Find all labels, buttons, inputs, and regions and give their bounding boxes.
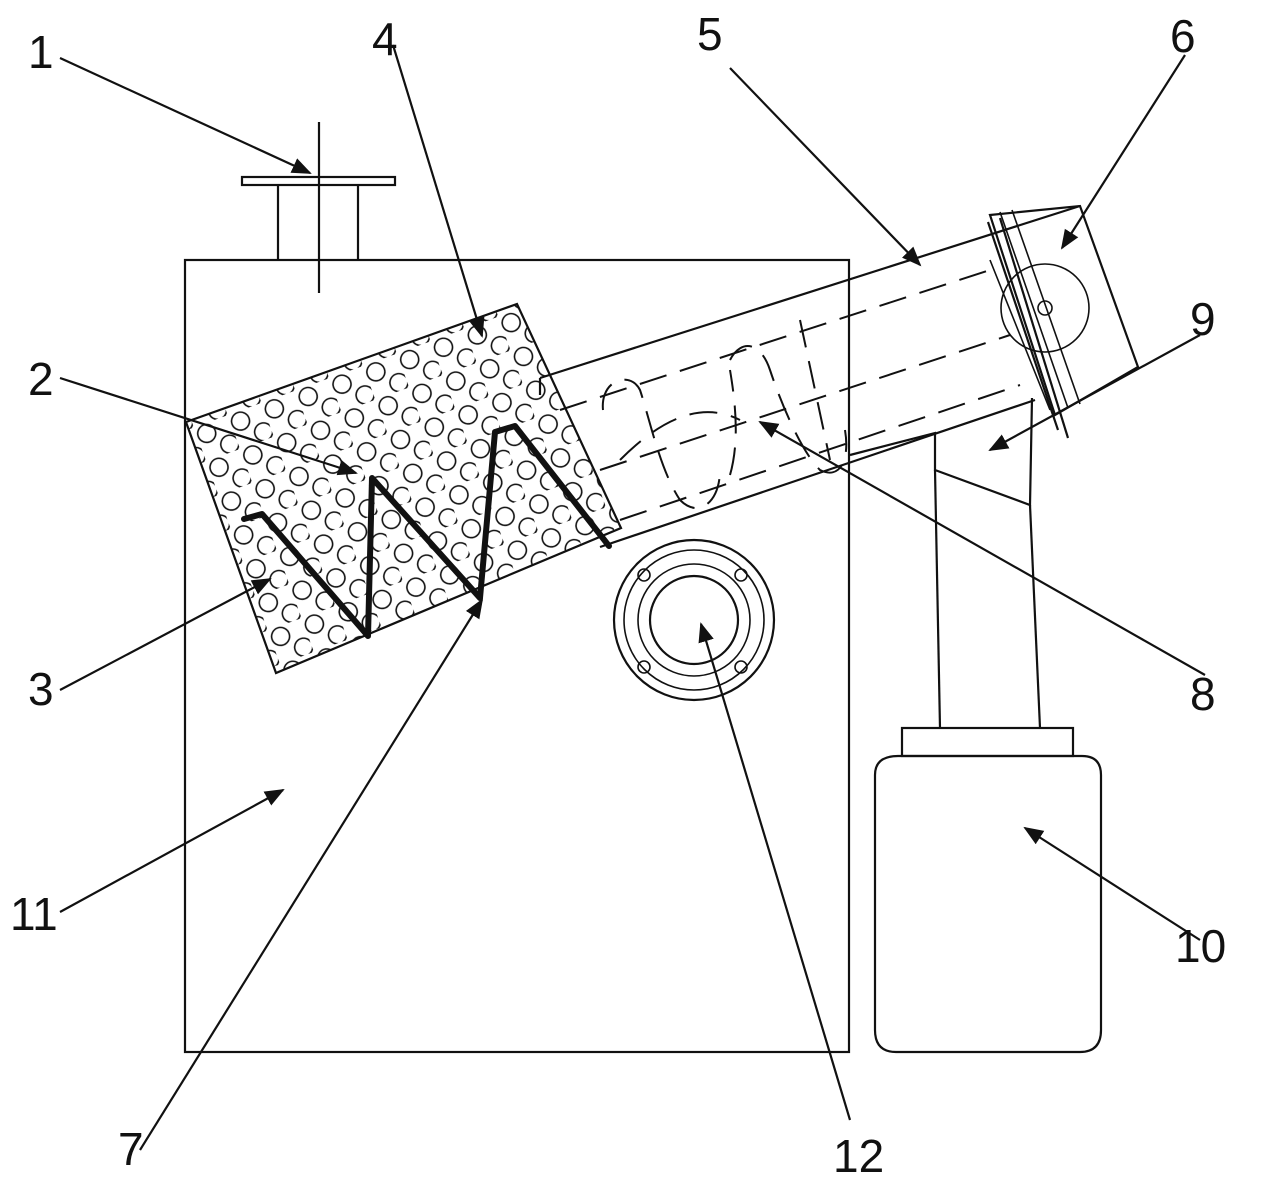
label-5: 5 <box>697 8 723 60</box>
drain-port <box>612 538 776 702</box>
conveyor-tube <box>538 204 1081 549</box>
label-6: 6 <box>1170 10 1196 62</box>
label-7: 7 <box>118 1123 144 1175</box>
inlet-pipe <box>240 122 397 293</box>
label-11: 11 <box>10 888 58 940</box>
drive-head <box>986 204 1140 439</box>
perforated-screen <box>184 302 623 675</box>
heating-coil <box>241 423 612 639</box>
label-10: 10 <box>1175 920 1226 972</box>
collection-bin <box>873 726 1103 1054</box>
label-2: 2 <box>28 353 54 405</box>
label-8: 8 <box>1190 668 1216 720</box>
label-4: 4 <box>372 13 398 65</box>
label-12: 12 <box>833 1130 884 1182</box>
label-1: 1 <box>28 26 54 78</box>
tank-body <box>183 258 851 1054</box>
label-3: 3 <box>28 663 54 715</box>
spiral-blades <box>601 319 848 510</box>
outlet-chute <box>849 397 1042 729</box>
label-9: 9 <box>1190 293 1216 345</box>
leader-lines <box>59 44 1206 1151</box>
